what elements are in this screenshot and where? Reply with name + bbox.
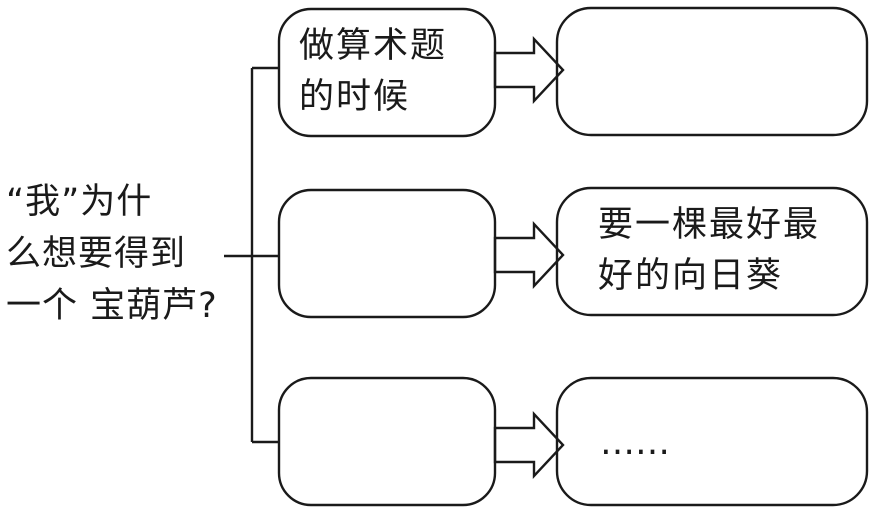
cause-1-text: 做算术题 的时候 <box>299 21 447 123</box>
block-arrow-2 <box>493 220 565 290</box>
result-2-line-2: 好的向日葵 <box>598 256 784 296</box>
cause-1-line-1: 做算术题 <box>299 26 448 66</box>
block-arrow-3 <box>493 410 565 480</box>
question-line-2: 么想要得到 <box>6 234 187 274</box>
cause-1-line-2: 的时候 <box>299 77 411 117</box>
block-arrow-1 <box>493 35 565 105</box>
question-text: “我”为什 么想要得到 一个 宝葫芦? <box>6 176 221 332</box>
question-line-3: 一个 宝葫芦? <box>6 286 218 326</box>
cause-box-2 <box>277 188 497 319</box>
question-line-1: “我”为什 <box>6 182 153 222</box>
cause-box-3 <box>277 376 497 507</box>
result-box-1 <box>555 6 869 137</box>
result-box-3 <box>555 376 869 507</box>
result-2-text: 要一棵最好最 好的向日葵 <box>598 200 820 302</box>
result-box-2 <box>555 186 869 317</box>
result-3-text: …… <box>600 418 670 469</box>
result-3-line-1: …… <box>600 423 670 463</box>
result-2-line-1: 要一棵最好最 <box>598 205 821 245</box>
